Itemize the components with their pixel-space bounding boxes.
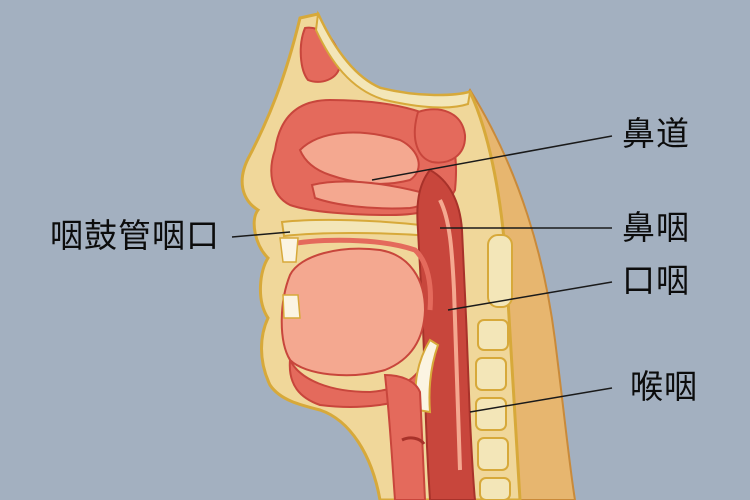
label-eustachian-tube-opening: 咽鼓管咽口 <box>50 216 220 255</box>
label-oropharynx: 口咽 <box>622 261 690 300</box>
label-laryngopharynx: 喉咽 <box>630 367 698 406</box>
leader-line-eustachian-tube <box>231 231 291 238</box>
oral-cavity-outline <box>284 237 433 311</box>
label-nasal-cavity: 鼻道 <box>622 114 690 153</box>
pharynx-wall <box>438 199 462 471</box>
cervical-vertebrae <box>475 234 513 500</box>
cranial-bone <box>314 10 472 109</box>
upper-teeth <box>279 237 299 263</box>
leader-line-oropharynx <box>447 281 613 311</box>
lower-teeth <box>282 294 301 319</box>
pharynx-channel <box>416 168 477 500</box>
epiglottis <box>414 338 440 414</box>
sphenoid-sinus <box>413 108 467 164</box>
tongue <box>280 247 427 377</box>
nasal-turbinate <box>298 131 420 185</box>
label-nasopharynx: 鼻咽 <box>622 208 690 247</box>
leader-line-laryngopharynx <box>469 387 613 413</box>
leader-lines <box>231 135 613 413</box>
vocal-fold <box>401 436 426 445</box>
leader-line-nasal-cavity <box>371 135 613 181</box>
